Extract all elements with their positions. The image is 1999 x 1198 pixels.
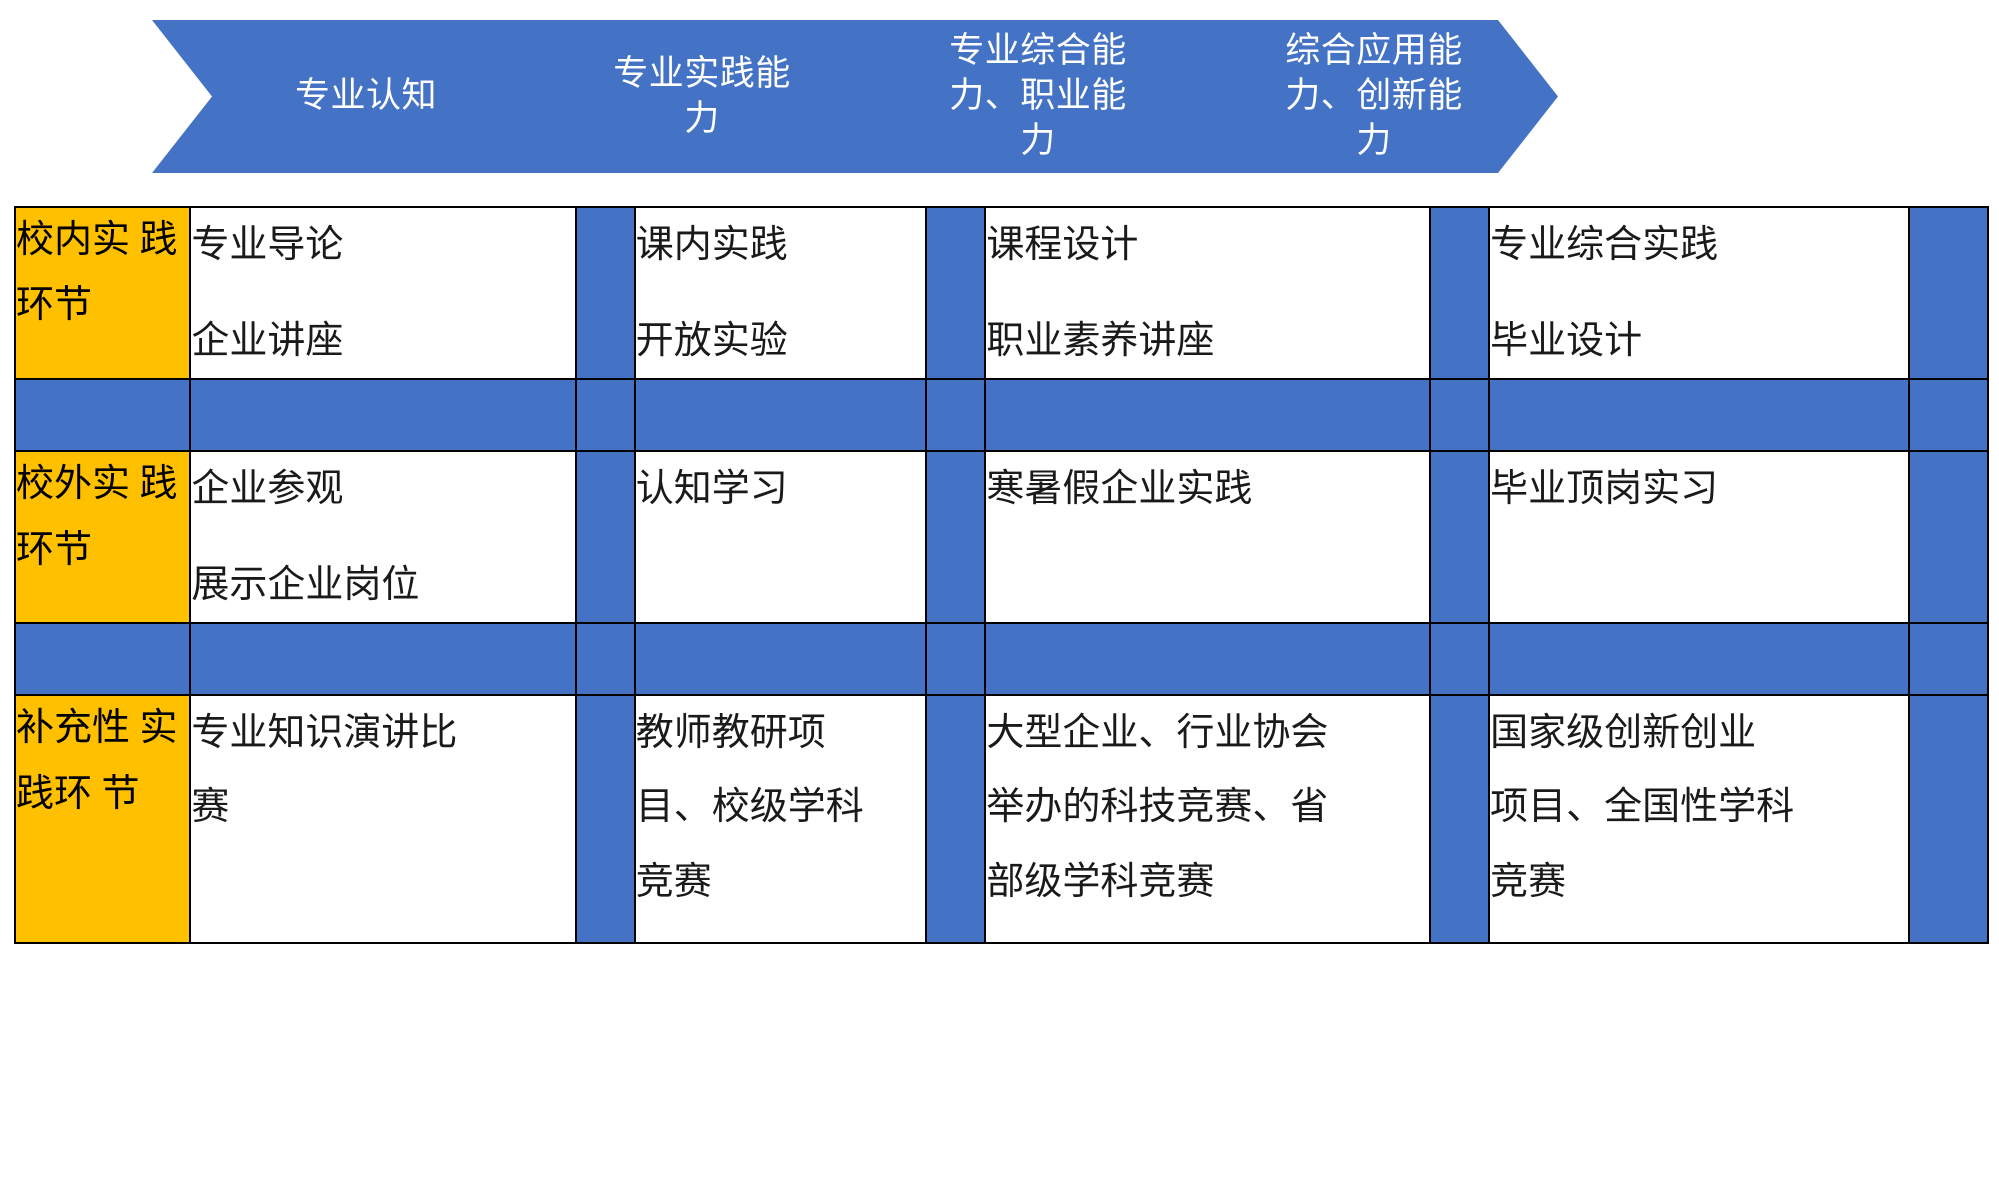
row-spacer-cell [1428,378,1491,453]
column-spacer-2 [925,205,987,381]
column-spacer-2 [925,450,987,625]
row-spacer-cell [925,622,987,697]
row-spacer-cell [574,622,636,697]
cell-text: 课程设计 [986,224,1139,266]
practice-matrix-table: 校内实 践环节 专业导论 企业讲座 课内实践 开放实验 课程设计 职业素养讲座 … [13,205,1990,945]
cell-supplementary-stage1: 专业知识演讲比 赛 [189,694,577,945]
cell-internal-stage1: 专业导论 企业讲座 [189,205,577,381]
row-spacer-cell [1428,622,1491,697]
cell-text: 教师教研项 目、校级学科 竞赛 [635,712,864,903]
cell-text: 课内实践 [635,224,788,266]
row-spacer-cell [13,622,192,697]
row-spacer-2 [13,622,1990,697]
cell-text: 企业参观 [191,468,344,511]
column-spacer-2 [925,694,987,945]
cell-text: 寒暑假企业实践 [986,468,1253,511]
cell-supplementary-stage2: 教师教研项 目、校级学科 竞赛 [633,694,928,945]
process-stage-1-label: 专业认知 [294,76,437,116]
row-spacer-cell [1907,378,1990,453]
column-spacer-3 [1428,205,1491,381]
cell-supplementary-stage3: 大型企业、行业协会 举办的科技竞赛、省 部级学科竞赛 [984,694,1431,945]
cell-supplementary-stage4: 国家级创新创业 项目、全国性学科 竞赛 [1488,694,1910,945]
row-spacer-cell [633,622,928,697]
row-spacer-cell [984,378,1431,453]
cell-text: 国家级创新创业 项目、全国性学科 竞赛 [1490,712,1795,903]
row-label-campus-external: 校外实 践环节 [13,450,192,625]
cell-external-stage1: 企业参观 展示企业岗位 [189,450,577,625]
process-stage-3[interactable]: 专业综合能 力、职业能 力 [824,20,1222,173]
cell-external-stage2: 认知学习 [633,450,928,625]
column-spacer-end [1907,694,1990,945]
cell-text: 专业知识演讲比 赛 [191,712,458,829]
row-spacer-cell [984,622,1431,697]
table-row: 校外实 践环节 企业参观 展示企业岗位 认知学习 寒暑假企业实践 毕业顶岗实习 [13,450,1990,625]
column-spacer-end [1907,205,1990,381]
row-spacer-1 [13,378,1990,453]
row-spacer-cell [633,378,928,453]
column-spacer-1 [574,450,636,625]
cell-internal-stage3: 课程设计 职业素养讲座 [984,205,1431,381]
cell-text: 专业综合实践 [1490,224,1719,266]
row-spacer-cell [189,378,577,453]
row-label-supplementary: 补充性 实践环 节 [13,694,192,945]
row-label-campus-internal: 校内实 践环节 [13,205,192,381]
process-stage-1[interactable]: 专业认知 [152,20,550,173]
process-stage-4-label: 综合应用能 力、创新能 力 [1285,31,1463,160]
cell-text: 认知学习 [635,468,788,511]
cell-text: 展示企业岗位 [191,564,420,607]
cell-text: 毕业设计 [1490,320,1643,363]
table-row: 补充性 实践环 节 专业知识演讲比 赛 教师教研项 目、校级学科 竞赛 大型企业… [13,694,1990,945]
cell-text: 大型企业、行业协会 举办的科技竞赛、省 部级学科竞赛 [986,712,1329,903]
process-stage-2[interactable]: 专业实践能 力 [488,20,886,173]
column-spacer-1 [574,205,636,381]
row-spacer-cell [1488,378,1910,453]
cell-internal-stage2: 课内实践 开放实验 [633,205,928,381]
table-row: 校内实 践环节 专业导论 企业讲座 课内实践 开放实验 课程设计 职业素养讲座 … [13,205,1990,381]
process-stage-3-label: 专业综合能 力、职业能 力 [949,31,1127,160]
row-spacer-cell [1488,622,1910,697]
cell-internal-stage4: 专业综合实践 毕业设计 [1488,205,1910,381]
cell-text: 毕业顶岗实习 [1490,468,1719,511]
cell-text: 开放实验 [635,320,788,363]
row-spacer-cell [925,378,987,453]
cell-external-stage4: 毕业顶岗实习 [1488,450,1910,625]
process-chevron-band: 专业认知 专业实践能 力 专业综合能 力、职业能 力 综合应用能 力、创新能 力 [0,0,1999,200]
process-stage-2-label: 专业实践能 力 [613,53,791,138]
cell-text: 企业讲座 [191,320,344,363]
column-spacer-3 [1428,694,1491,945]
column-spacer-3 [1428,450,1491,625]
cell-external-stage3: 寒暑假企业实践 [984,450,1431,625]
row-spacer-cell [1907,622,1990,697]
cell-text: 职业素养讲座 [986,320,1215,363]
column-spacer-end [1907,450,1990,625]
column-spacer-1 [574,694,636,945]
row-spacer-cell [574,378,636,453]
row-spacer-cell [189,622,577,697]
cell-text: 专业导论 [191,224,344,266]
process-stage-4[interactable]: 综合应用能 力、创新能 力 [1160,20,1558,173]
row-spacer-cell [13,378,192,453]
